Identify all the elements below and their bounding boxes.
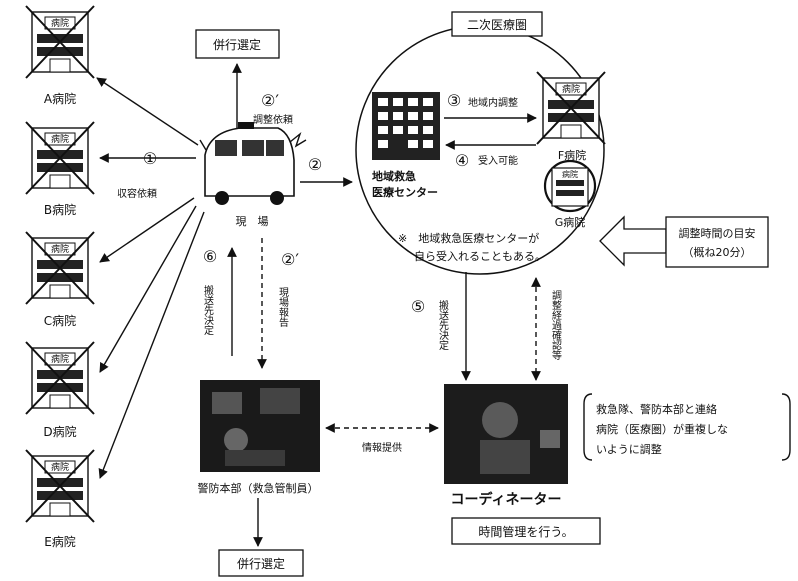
hospital-sign: 病院 (51, 133, 69, 145)
time-management-label: 時間管理を行う。 (478, 524, 573, 539)
crossed-hospital-icon (25, 5, 95, 79)
crossed-hospital-icon (25, 341, 95, 415)
hospital-sign: 病院 (562, 83, 580, 95)
step-2-prime-top-number: ②′ (261, 91, 279, 110)
within-region-adjust-label: 地域内調整 (468, 96, 518, 109)
crossed-hospital-icon (536, 71, 606, 145)
parallel-selection-bottom-label: 併行選定 (237, 556, 285, 571)
step-2-number: ② (308, 155, 322, 174)
hospital-label: G病院 (555, 215, 586, 229)
region-note-line2: 自ら受入れることもある。 (414, 250, 546, 263)
hospital-g: 病院 G病院 (543, 159, 597, 229)
right-bracket (781, 393, 791, 461)
hospital-a: 病院 A病院 (25, 5, 95, 106)
crossed-hospital-icon (25, 449, 95, 523)
hospital-c: 病院 C病院 (25, 231, 95, 328)
step-4-number: ④ (455, 151, 469, 170)
left-bracket (583, 393, 593, 461)
parallel-selection-box-bottom (218, 549, 304, 577)
coordinator-photo (444, 384, 568, 484)
info-provision-label: 情報提供 (362, 441, 402, 454)
building-icon (372, 92, 440, 160)
time-guide-line1: 調整時間の目安 (679, 226, 756, 240)
site-report-label: 現場報告 (277, 287, 289, 328)
hospital-f: 病院 F病院 (536, 71, 606, 162)
arrows-to-hospitals (96, 77, 205, 479)
right-note-line3: いように調整 (596, 442, 662, 456)
coordinator-label: コーディネーター (450, 491, 561, 508)
crossed-hospital-icon (25, 231, 95, 305)
hospital-label: E病院 (44, 534, 76, 549)
time-management-box (451, 517, 601, 545)
step-5-number: ⑤ (411, 297, 425, 316)
region-title-box (451, 11, 543, 37)
accept-request-label: 収容依頼 (117, 187, 157, 200)
transport-decision-5-label: 搬送先決定 (437, 299, 449, 351)
crossed-hospital-icon (25, 121, 95, 195)
step-1-number: ① (143, 149, 157, 168)
time-guide-box (665, 216, 769, 268)
parallel-selection-box-top (195, 29, 280, 59)
center-label-line2: 医療センター (372, 185, 438, 199)
hospital-d: 病院 D病院 (25, 341, 95, 439)
hospital-sign: 病院 (51, 17, 69, 29)
hospital-sign: 病院 (51, 461, 69, 473)
hospital-e: 病院 E病院 (25, 449, 95, 549)
hospital-sign: 病院 (562, 169, 578, 179)
hospital-sign: 病院 (51, 353, 69, 365)
center-label-line1: 地域救急 (372, 169, 416, 183)
hospital-label: A病院 (44, 91, 76, 106)
hq-label: 警防本部（救急管制員） (198, 481, 319, 495)
parallel-selection-top-label: 併行選定 (213, 37, 261, 52)
transport-decision-6-label: 搬送先決定 (202, 284, 214, 336)
step-3-number: ③ (447, 91, 461, 110)
region-title: 二次医療圏 (467, 18, 527, 32)
hospital-label: C病院 (44, 313, 76, 328)
time-guide-line2: （概ね20分） (683, 246, 752, 259)
adjust-progress-label: 調整経過確認等 (550, 289, 562, 360)
adjust-request-label: 調整依頼 (253, 113, 293, 126)
scene-label: 現 場 (236, 215, 269, 228)
hq-photo (200, 380, 320, 472)
right-note-line2: 病院（医療圏）が重複しな (596, 422, 728, 436)
hospital-sign: 病院 (51, 243, 69, 255)
step-6-number: ⑥ (203, 247, 217, 266)
ambulance-icon (199, 122, 307, 205)
hospital-label: D病院 (43, 424, 76, 439)
region-note-line1: ※ 地域救急医療センターが (398, 231, 539, 245)
hospital-label: B病院 (44, 202, 76, 217)
step-2-prime-bottom-number: ②′ (281, 250, 299, 269)
time-guide-arrow-icon (599, 215, 667, 267)
right-note-line1: 救急隊、警防本部と連絡 (596, 402, 717, 416)
hospital-b: 病院 B病院 (25, 121, 95, 217)
hospital-label: F病院 (558, 148, 586, 162)
acceptable-label: 受入可能 (478, 154, 518, 167)
